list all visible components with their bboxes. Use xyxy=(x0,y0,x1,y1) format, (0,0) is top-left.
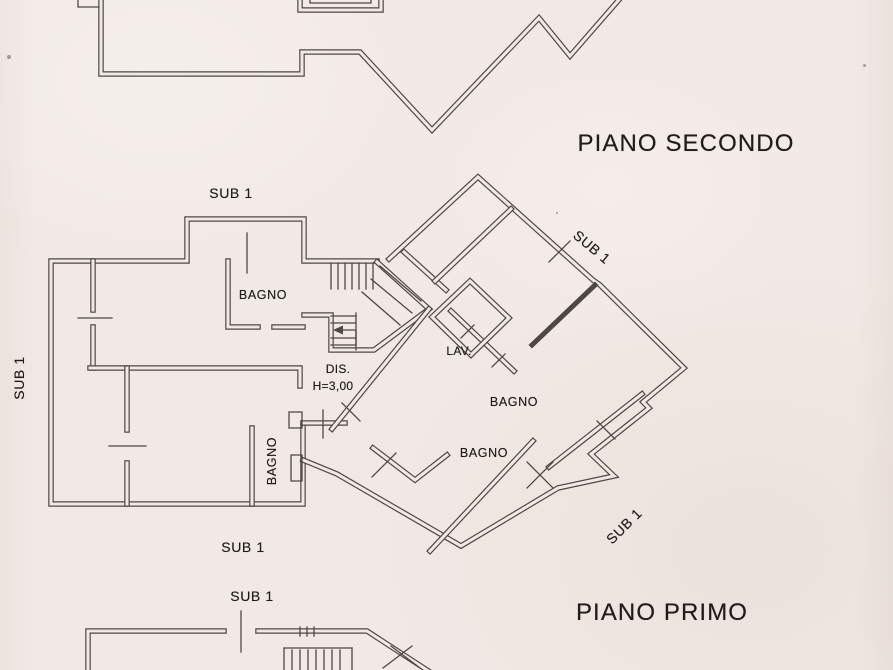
label-lav-room: LAV. xyxy=(446,344,472,358)
label-dis-ceiling-height: H=3,00 xyxy=(312,379,354,393)
label-bagno-wing-lower-room: BAGNO xyxy=(459,446,509,460)
label-sub1-below-middle: SUB 1 xyxy=(221,539,265,555)
label-bagno-left-vertical-room: BAGNO xyxy=(265,436,279,486)
floor-title-piano-primo: PIANO PRIMO xyxy=(575,599,749,626)
label-dis-room: DIS. xyxy=(325,362,351,376)
paper-speck xyxy=(863,64,866,67)
label-bagno-wing-upper-room: BAGNO xyxy=(489,395,539,409)
paper-speck xyxy=(7,55,11,59)
paper-speck xyxy=(556,212,558,214)
label-sub1-left-middle: SUB 1 xyxy=(11,356,27,400)
label-bagno-upper-room: BAGNO xyxy=(238,288,288,302)
label-sub1-bottom-plan: SUB 1 xyxy=(230,588,274,604)
floor-title-piano-secondo: PIANO SECONDO xyxy=(577,130,795,157)
label-sub1-top-middle: SUB 1 xyxy=(209,185,253,201)
